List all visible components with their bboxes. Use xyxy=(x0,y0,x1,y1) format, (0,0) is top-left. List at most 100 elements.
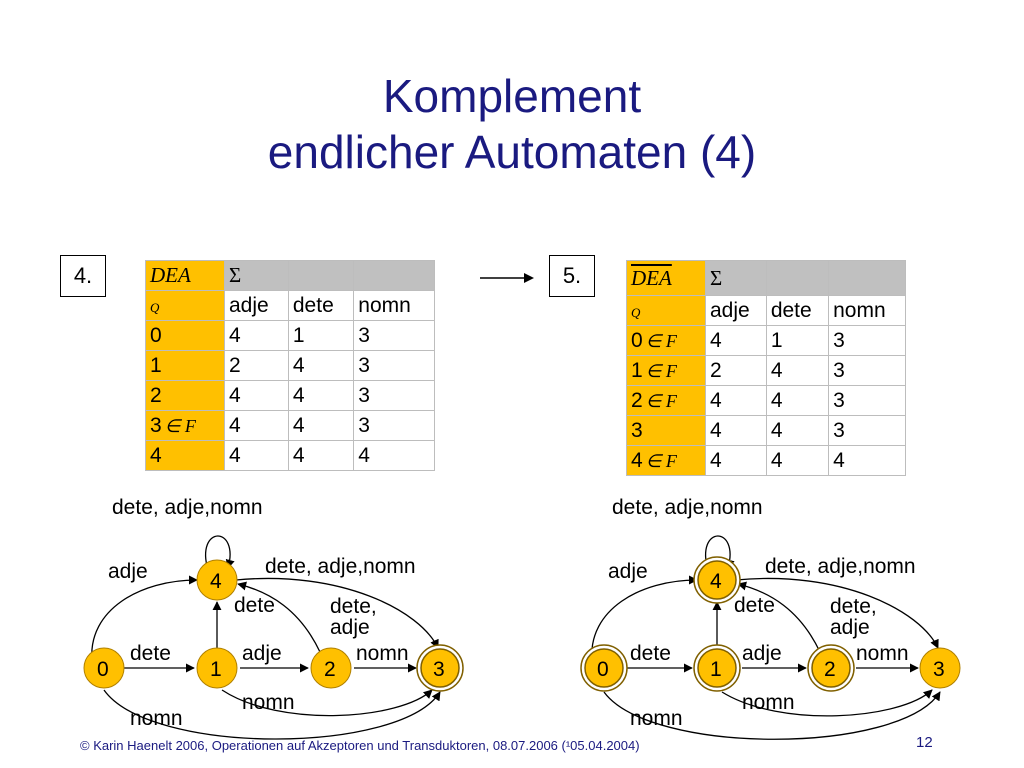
automaton-left: 0 1 2 3 4 dete, adje,nomn adje dete, adj… xyxy=(83,496,464,740)
edge-loop-4 xyxy=(705,535,735,571)
edge-label: adje xyxy=(330,616,370,639)
state-label: 3 xyxy=(631,418,643,442)
table-cell: 4 xyxy=(705,445,767,476)
edge-label: nomn xyxy=(742,691,795,714)
edge-label: nomn xyxy=(130,707,183,730)
table5-state-cell: 4∈ F xyxy=(626,445,706,476)
edge-label: dete, xyxy=(330,595,377,618)
state-node-2 xyxy=(811,648,851,688)
table-cell: 4 xyxy=(224,410,289,441)
table-cell: 4 xyxy=(287,440,355,471)
table-cell: 4 xyxy=(287,380,355,411)
state-node-1 xyxy=(697,648,737,688)
step-arrow xyxy=(480,273,534,283)
state-node-0 xyxy=(584,648,624,688)
table4-sigma-cell: Σ xyxy=(224,260,289,291)
state-label: 2 xyxy=(631,388,643,412)
table5-sigma-cell: Σ xyxy=(705,260,767,296)
edge-label: dete, xyxy=(830,595,877,618)
final-marker: ∈ F xyxy=(645,450,677,471)
edge-label: nomn xyxy=(242,691,295,714)
node-label: 3 xyxy=(933,658,945,681)
node-label: 0 xyxy=(97,658,109,681)
step-4-box: 4. xyxy=(60,255,106,297)
table5-state-cell: 0∈ F xyxy=(626,325,706,356)
final-marker: ∈ F xyxy=(645,390,677,411)
table-cell: 4 xyxy=(224,440,289,471)
edge-0-3 xyxy=(103,689,441,740)
table5-grey-cell xyxy=(765,260,830,296)
table-cell: 1 xyxy=(765,325,830,356)
table-cell: 4 xyxy=(765,445,830,476)
edge-0-4 xyxy=(91,575,198,661)
node-label: 0 xyxy=(597,658,609,681)
edge-label: adje xyxy=(108,560,148,583)
table-cell: 3 xyxy=(828,385,906,416)
table-row: 1 2 4 3 xyxy=(145,350,435,381)
table-row: 2 4 4 3 xyxy=(145,380,435,411)
table-cell: 4 xyxy=(705,415,767,446)
state-label: 1 xyxy=(631,358,643,382)
node-label: 4 xyxy=(210,570,222,593)
table-cell: 3 xyxy=(353,320,435,351)
edge-loop-4 xyxy=(205,535,235,571)
edge-label: nomn xyxy=(630,707,683,730)
table-row: 4 4 4 4 xyxy=(145,440,435,471)
state-label: 4 xyxy=(631,448,643,472)
state-label: 0 xyxy=(150,323,162,347)
table4-state-cell: 4 xyxy=(145,440,225,471)
table-cell: 3 xyxy=(353,380,435,411)
state-node-4 xyxy=(697,560,737,600)
state-label: 4 xyxy=(150,443,162,467)
table-row: 0 4 1 3 xyxy=(145,320,435,351)
table-cell: 4 xyxy=(353,440,435,471)
table-row: 4∈ F 4 4 4 xyxy=(626,445,906,476)
table-dea-4: DEA Σ Q adje dete nomn 0 4 1 3 1 2 4 3 2… xyxy=(145,260,435,471)
table-cell: 3 xyxy=(828,415,906,446)
final-marker: ∈ F xyxy=(645,360,677,381)
table4-q-cell: Q xyxy=(145,290,225,321)
table-cell: 2 xyxy=(224,350,289,381)
table5-state-cell: 2∈ F xyxy=(626,385,706,416)
table-cell: 3 xyxy=(828,355,906,386)
state-label: 0 xyxy=(631,328,643,352)
table5-q: Q xyxy=(631,304,641,320)
edge-2-4 xyxy=(237,581,321,653)
edge-label: adje xyxy=(242,642,282,665)
state-node-3 xyxy=(420,648,460,688)
edge-0-3 xyxy=(603,691,941,740)
footer-copyright: © Karin Haenelt 2006, Operationen auf Ak… xyxy=(80,738,640,753)
table5-col-header: adje xyxy=(705,295,767,326)
state-node-4 xyxy=(196,559,238,601)
table-cell: 4 xyxy=(828,445,906,476)
table-row: 3∈ F 4 4 3 xyxy=(145,410,435,441)
table-row: 2∈ F 4 4 3 xyxy=(626,385,906,416)
table5-state-cell: 1∈ F xyxy=(626,355,706,386)
edge-label: dete xyxy=(734,594,775,617)
table4-q: Q xyxy=(150,299,160,315)
table-cell: 4 xyxy=(765,385,830,416)
table4-state-cell: 0 xyxy=(145,320,225,351)
table4-corner-cell: DEA xyxy=(145,260,225,291)
table4-col-header: dete xyxy=(287,290,355,321)
edge-label: adje xyxy=(608,560,648,583)
table-dea-5: DEA Σ Q adje dete nomn 0∈ F 4 1 3 1∈ F 2… xyxy=(626,260,906,476)
edge-label: dete xyxy=(130,642,171,665)
edge-label: dete, adje,nomn xyxy=(265,555,416,578)
edge-label: dete, adje,nomn xyxy=(112,496,263,519)
edge-label: dete xyxy=(630,642,671,665)
table4-grey-cell xyxy=(287,260,355,291)
table-cell: 4 xyxy=(287,350,355,381)
state-node-2 xyxy=(310,647,352,689)
table5-sigma: Σ xyxy=(710,265,723,290)
edge-4-3 xyxy=(235,577,439,649)
page-number: 12 xyxy=(916,734,933,751)
table-cell: 4 xyxy=(705,325,767,356)
node-label: 2 xyxy=(324,658,336,681)
state-node-1 xyxy=(196,647,238,689)
table4-col-header: adje xyxy=(224,290,289,321)
table-cell: 4 xyxy=(224,380,289,411)
table-cell: 2 xyxy=(705,355,767,386)
final-marker: ∈ F xyxy=(164,415,196,436)
state-label: 2 xyxy=(150,383,162,407)
